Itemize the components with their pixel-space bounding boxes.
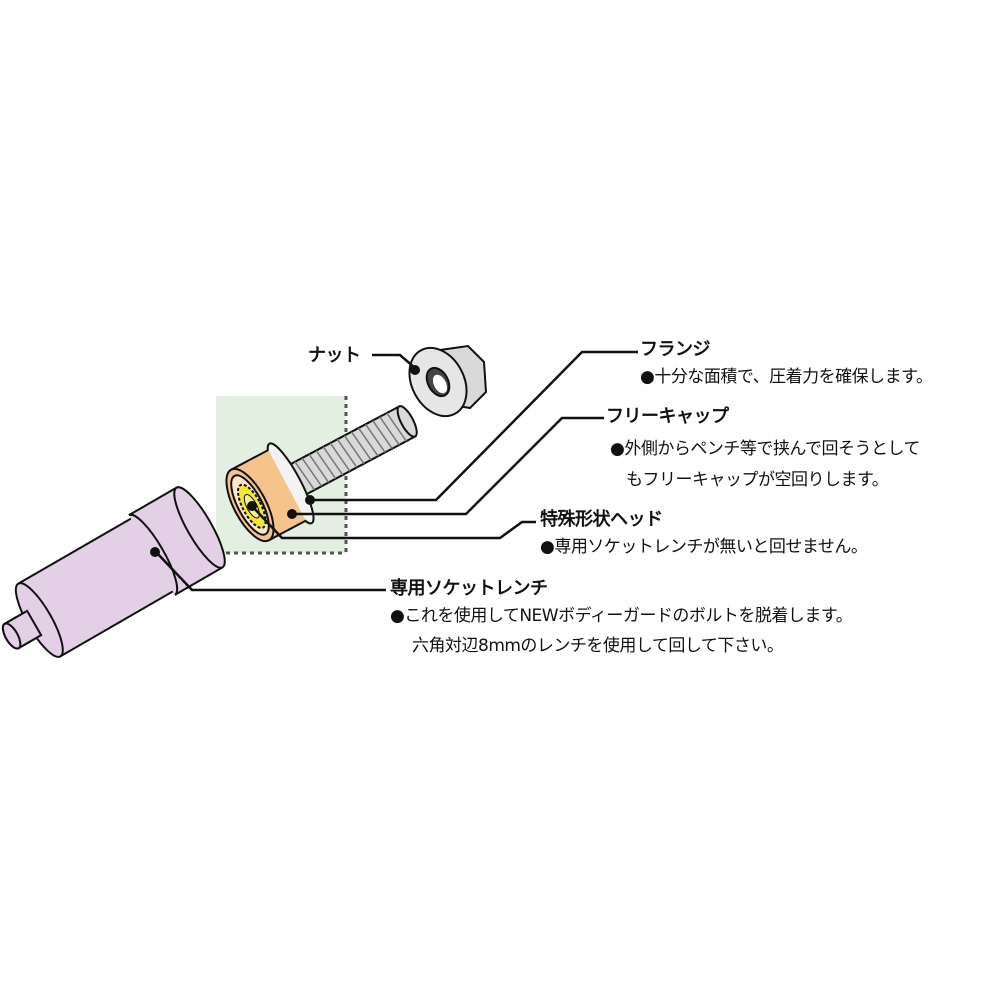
flange-label: フランジ [640, 339, 711, 360]
socket-leader [155, 551, 386, 592]
nut-label: ナット [308, 345, 361, 366]
special-head-description: ●専用ソケットレンチが無いと回せません。 [540, 537, 868, 557]
flange-description: ●十分な面積で、圧着力を確保します。 [640, 367, 933, 387]
special-head-label: 特殊形状ヘッド [540, 509, 663, 530]
free-cap-description: もフリーキャップが空回りします。 [626, 470, 889, 490]
callout-dots [150, 365, 420, 557]
socket-wrench-description: 六角対辺8mmのレンチを使用して回して下さい。 [412, 636, 784, 656]
free-cap-description: ●外側からペンチ等で挟んで回そうとして [610, 439, 920, 459]
socket-wrench-label: 専用ソケットレンチ [390, 578, 548, 599]
flange-leader [310, 350, 638, 502]
free-cap-label: フリーキャップ [606, 406, 729, 427]
free-cap-leader [294, 416, 604, 516]
bolt [225, 405, 418, 543]
socket-wrench-description: ●これを使用してNEWボディーガードのボルトを脱着します。 [390, 606, 853, 626]
leader-lines [155, 350, 638, 592]
nut-leader [372, 353, 416, 369]
socket-wrench [1, 486, 226, 658]
nut [408, 344, 488, 418]
special-head-leader [251, 505, 536, 540]
